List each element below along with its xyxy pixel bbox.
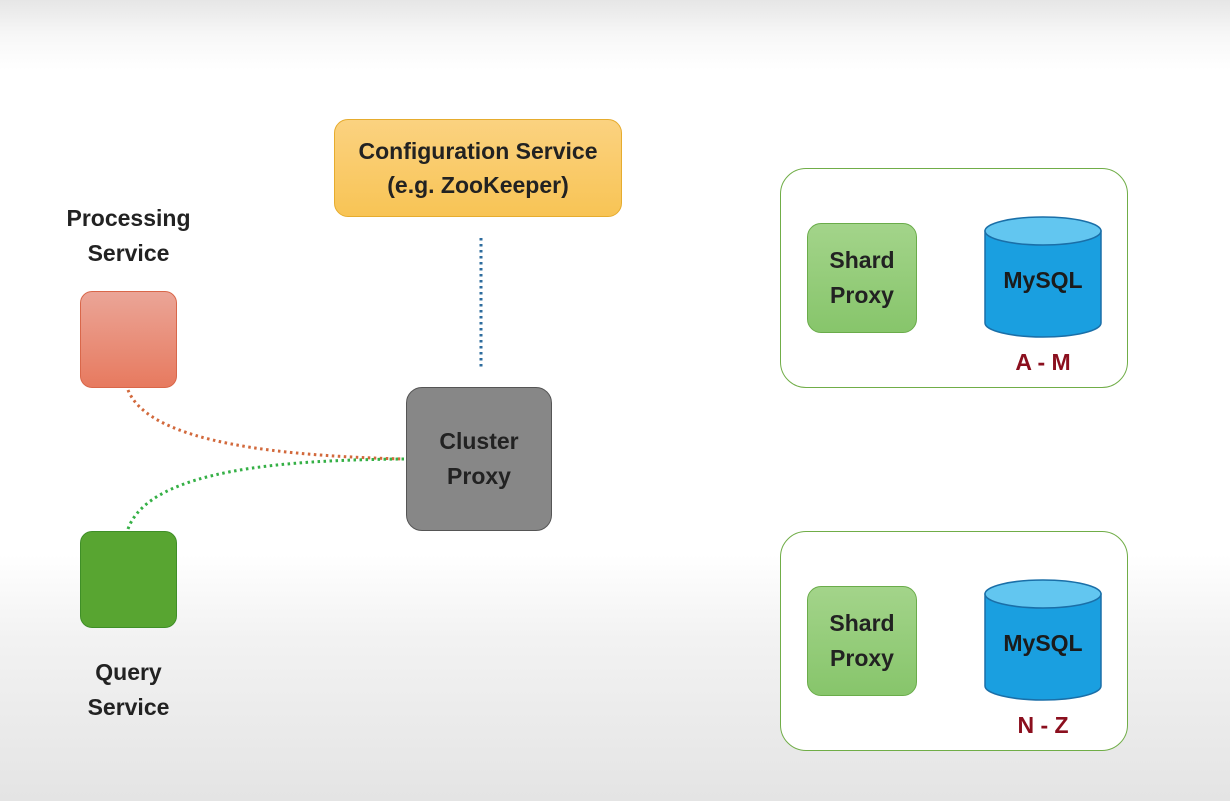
query-service-node (80, 531, 177, 628)
shard-range-label: A - M (1015, 349, 1071, 375)
shard-group-n-z: Shard Proxy MySQL N - Z (780, 531, 1128, 751)
configuration-service-node: Configuration Service (e.g. ZooKeeper) (334, 119, 622, 217)
query-to-cluster-link (126, 457, 405, 530)
configuration-service-sublabel: (e.g. ZooKeeper) (387, 172, 569, 198)
processing-service-label-line2: Service (87, 240, 170, 266)
shard-proxy-node: Shard Proxy (807, 586, 917, 696)
shard-proxy-node: Shard Proxy (807, 223, 917, 333)
mysql-database-icon: MySQL (983, 215, 1103, 343)
cluster-proxy-label-line2: Proxy (447, 463, 511, 489)
query-service-label: Query Service (40, 655, 217, 725)
shard-proxy-label-line1: Shard (829, 247, 895, 273)
processing-service-label: Processing Service (40, 201, 217, 271)
shard-proxy-label-line2: Proxy (830, 645, 894, 671)
shard-group-a-m: Shard Proxy MySQL A - M (780, 168, 1128, 388)
configuration-service-label: Configuration Service (358, 138, 598, 164)
query-service-label-line1: Query (95, 659, 162, 685)
query-service-label-line2: Service (87, 694, 170, 720)
shard-proxy-label-line2: Proxy (830, 282, 894, 308)
mysql-database-icon: MySQL (983, 578, 1103, 706)
mysql-label: MySQL (1003, 267, 1083, 293)
cluster-proxy-node: Cluster Proxy (406, 387, 552, 531)
processing-service-node (80, 291, 177, 388)
shard-proxy-label-line1: Shard (829, 610, 895, 636)
cluster-proxy-label-line1: Cluster (439, 428, 519, 454)
shard-range-label: N - Z (1017, 712, 1069, 738)
processing-service-label-line1: Processing (66, 205, 191, 231)
mysql-label: MySQL (1003, 630, 1083, 656)
processing-to-cluster-link (126, 389, 405, 461)
